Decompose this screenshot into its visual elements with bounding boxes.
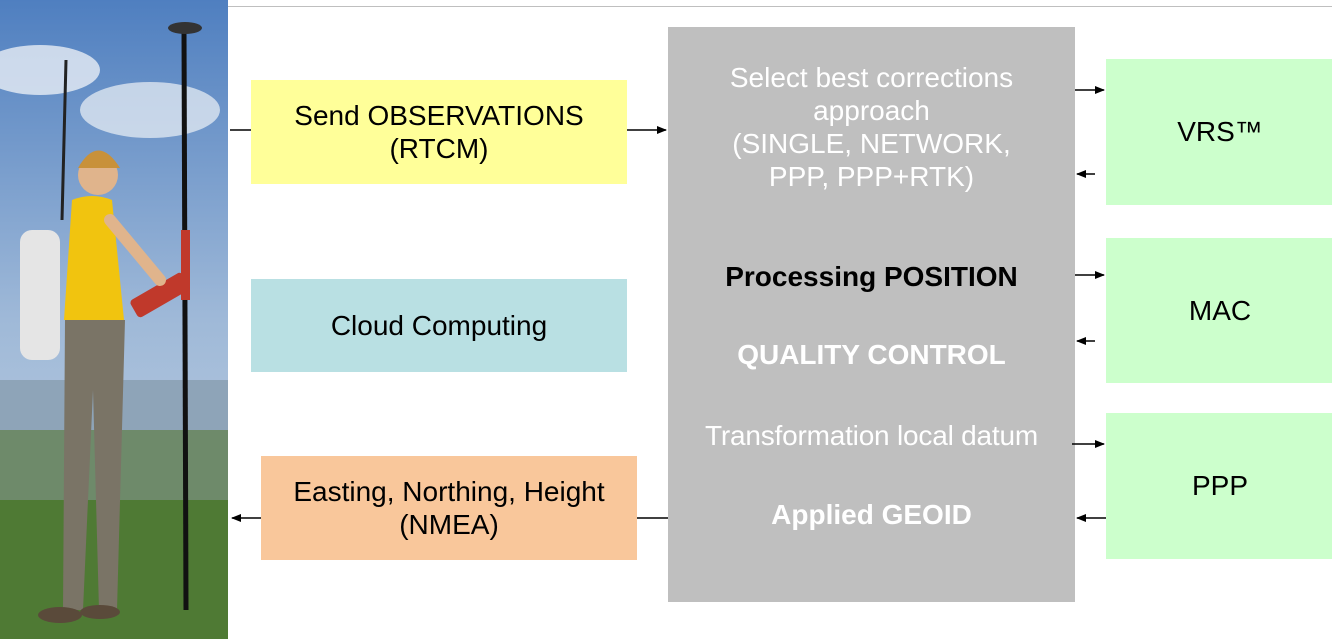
output-title: Easting, Northing, Height	[293, 476, 605, 507]
surveyor-photo	[0, 0, 228, 639]
send-observations-box: Send OBSERVATIONS (RTCM)	[251, 80, 627, 184]
approach-line-2: approach	[813, 95, 930, 126]
ppp-label: PPP	[1191, 470, 1249, 501]
mac-label: MAC	[1188, 294, 1252, 326]
cloud-computing-box: Cloud Computing	[251, 279, 627, 372]
quality-control-text: QUALITY CONTROL	[737, 339, 1006, 370]
vrs-service-box: VRS™	[1106, 59, 1332, 205]
mac-service-box: MAC	[1106, 238, 1332, 383]
output-format: (NMEA)	[399, 509, 499, 540]
cloud-computing-label: Cloud Computing	[330, 310, 548, 341]
observations-format: (RTCM)	[389, 133, 489, 164]
ppp-service-box: PPP	[1106, 413, 1332, 559]
vrs-label: VRS™	[1177, 116, 1263, 147]
approach-line-3: (SINGLE, NETWORK,	[732, 128, 1011, 159]
approach-line-1: Select best corrections	[729, 62, 1014, 93]
corrections-approach-text: Select best corrections approach (SINGLE…	[668, 61, 1075, 193]
output-coordinates-box: Easting, Northing, Height (NMEA)	[261, 456, 637, 560]
observations-title: Send OBSERVATIONS	[294, 100, 584, 131]
transformation-datum-text: Transformation local datum	[704, 420, 1038, 451]
applied-geoid-text: Applied GEOID	[771, 499, 972, 530]
processing-center-box: Select best corrections approach (SINGLE…	[668, 27, 1075, 602]
processing-position-text: Processing POSITION	[725, 261, 1018, 292]
top-divider	[228, 6, 1332, 7]
approach-line-4: PPP, PPP+RTK)	[768, 161, 975, 192]
